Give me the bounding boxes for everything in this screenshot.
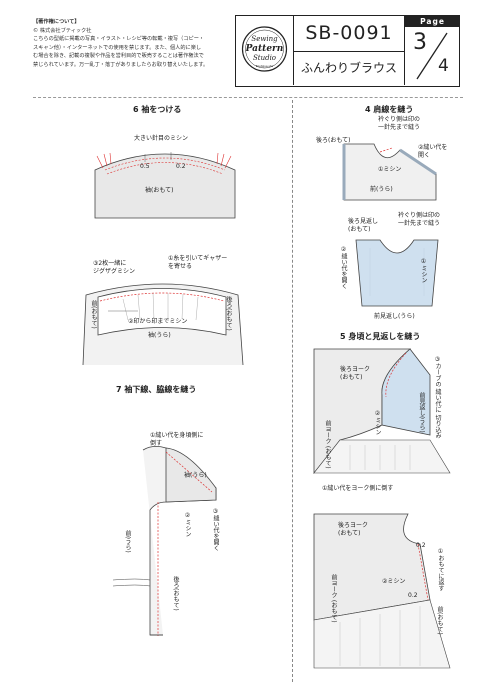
section-5-title: 5 身頃と見返しを縫う [340, 332, 421, 341]
logo-word-1: Sewing [251, 35, 278, 43]
s5-measure-02: 0.2 [416, 542, 426, 549]
shoulder-seam-illustration [342, 143, 437, 201]
header-divider [33, 97, 463, 98]
copyright-line-1: こちらの型紙に掲載の写真・イラスト・レシピ等の転載・複写（コピー・ [33, 36, 205, 43]
page-indicator: Page 3 4 [404, 16, 460, 85]
copyright-title: 【著作権について】 [33, 19, 80, 25]
s5-curve-cut-label: ③カーブの 縫い代に 切り込み [434, 356, 441, 439]
page-current: 3 [413, 30, 427, 55]
s4-open2-label: ②縫い代を開く [340, 246, 347, 289]
s4-front-ura-label: 前(うら) [370, 186, 393, 193]
facing-illustration [355, 239, 439, 307]
s4-back-facing-label: 後ろ見返し (おもて) [348, 218, 379, 233]
brand-logo: Sewing Pattern Studio Boutique-sha [236, 16, 294, 85]
s5-seam-to-yoke-label: ①縫い代をヨーク側に倒す [322, 485, 394, 492]
side-seam-illustration [112, 446, 217, 636]
copyright-line-3: む場合を除き、記載の複製や作品を営利目的で販売することは著作権法で [33, 53, 204, 60]
sleeve-front-label: 袖(おもて) [145, 187, 174, 194]
section-4-title: 4 肩線を縫う [365, 105, 414, 114]
s5-back-yoke2-label: 後ろヨーク (おもて) [338, 522, 369, 537]
s7-sewing-label: ②ミシン [184, 512, 191, 537]
s5-sewing2-label: ②ミシン [382, 578, 406, 585]
section-7-title: 7 袖下線、脇線を縫う [116, 385, 197, 394]
s7-sleeve-ura-label: 袖(うら) [184, 472, 207, 479]
s4-sewing-label: ①ミシン [378, 166, 402, 173]
s4-collar-side-label: 衿ぐり側は印の 一針先まで縫う [378, 116, 421, 131]
column-divider [292, 100, 293, 682]
copyright-line-4: 禁じられています。万一乱丁・落丁がありましたらお取り替えいたします。 [33, 61, 209, 68]
measure-02: 0.2 [176, 163, 186, 170]
s7-back-omote-label: 後ろ(おもて) [172, 576, 179, 611]
s7-open-label: ③縫い代を開く [212, 508, 219, 551]
page-slash-icon [416, 32, 448, 80]
s5-sewing-label: ②ミシン [374, 410, 381, 435]
seam-allowance-label: ①縫い代を身頃側に 倒す [150, 432, 204, 447]
logo-word-2: Pattern [245, 44, 284, 54]
pattern-code: SB-0091 [294, 16, 404, 52]
sleeve-cap-illustration [94, 152, 236, 219]
page-total: 4 [438, 56, 449, 76]
s4-back-omote-label: 後ろ(おもて) [316, 137, 351, 144]
large-stitch-label: 大きい針目のミシン [134, 135, 189, 142]
s4-open-label: ②縫い代を 開く [418, 144, 448, 159]
s5-front-facing-label: 前見返し(うら) [418, 392, 425, 433]
pattern-title: ふんわりブラウス [300, 61, 397, 75]
section-6-title: 6 袖をつける [133, 105, 182, 114]
page-label: Page [405, 16, 460, 27]
logo-emblem-icon: Sewing Pattern Studio Boutique-sha [241, 26, 288, 72]
s5-front-yoke2-label: 前ヨーク (おもて) [330, 574, 337, 623]
copyright-notice: 【著作権について】 © 株式会社ブティック社 こちらの型紙に掲載の写真・イラスト… [33, 18, 229, 70]
s4-front-facing-label: 前見返し(うら) [374, 313, 415, 320]
measure-05: 0.5 [140, 163, 150, 170]
yoke-turned-illustration [313, 513, 451, 669]
back-omote-label: 後ろ(おもて) [225, 296, 232, 331]
pattern-header: Sewing Pattern Studio Boutique-sha SB-00… [235, 15, 460, 87]
sleeve-attach-illustration [82, 283, 244, 365]
s5-front-omote-label: 前(おもて) [436, 606, 443, 635]
logo-small: Boutique-sha [256, 64, 274, 68]
copyright-line-2: スキャン他）・インターネットでの使用を禁じます。また、個人的に楽し [33, 44, 202, 51]
yoke-facing-illustration [313, 348, 451, 475]
s4-sewing2-label: ①ミシン [420, 258, 427, 283]
s5-back-yoke-label: 後ろヨーク (おもて) [340, 366, 371, 381]
s5-measure-02b: 0.2 [408, 592, 418, 599]
logo-word-3: Studio [253, 54, 276, 62]
zigzag-label: ③2枚一緒に ジグザグミシン [93, 260, 136, 275]
s5-turn-label: ①おもてに返す [437, 548, 444, 591]
sew-mark-label: ②印から印までミシン [128, 318, 188, 325]
s4-collar-side2-label: 衿ぐり側は印の 一針先まで縫う [398, 212, 441, 227]
gather-label: ①糸を引いてギャザー を寄せる [168, 255, 228, 270]
s7-front-ura-label: 前(うら) [124, 530, 131, 553]
front-omote-label: 前(おもて) [90, 300, 97, 329]
sleeve-ura-label: 袖(うら) [148, 332, 171, 339]
copyright-company: © 株式会社ブティック社 [33, 27, 92, 34]
s5-front-yoke-label: 前ヨーク (おもて) [324, 420, 331, 469]
